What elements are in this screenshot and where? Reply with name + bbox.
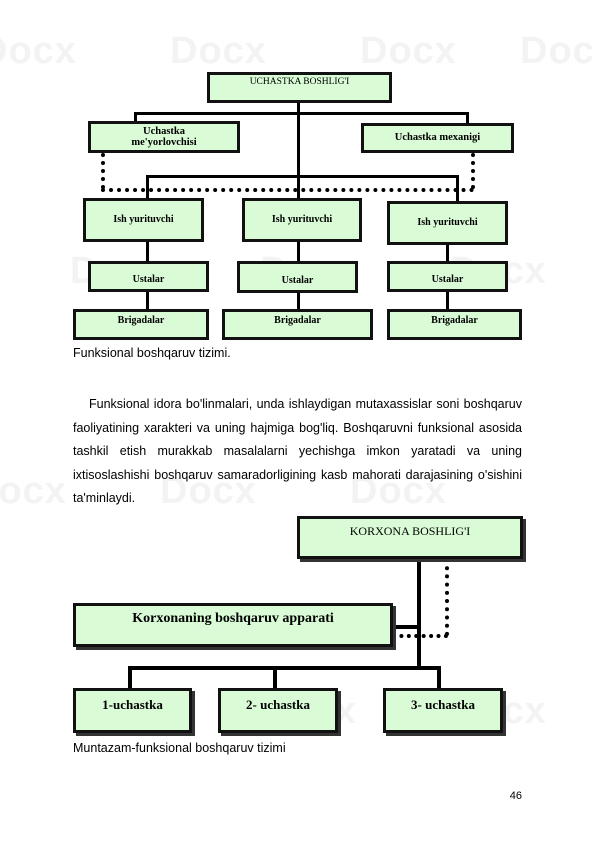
chart-box-mexanik: Uchastka mexanigi: [361, 123, 514, 153]
connector: [134, 112, 468, 115]
connector: [297, 102, 300, 114]
body-paragraph: Funksional idora bo'linmalari, unda ishl…: [73, 393, 522, 511]
chart-box-ish-yurituvchi: Ish yurituvchi: [242, 198, 362, 242]
connector: [297, 292, 300, 310]
dotted-connector: [471, 153, 475, 189]
watermark: Docx: [0, 470, 67, 512]
connector: [273, 666, 277, 689]
chart-box-uchastka-3: 3- uchastka: [383, 688, 503, 733]
page-number: 46: [509, 790, 522, 802]
chart-box-brigadalar: Brigadalar: [73, 309, 209, 340]
watermark: Docx: [360, 30, 457, 72]
connector: [392, 625, 419, 629]
dotted-connector: [101, 188, 474, 192]
chart-box-ustalar: Ustalar: [88, 261, 209, 292]
connector: [146, 175, 459, 178]
connector: [446, 244, 449, 262]
connector: [297, 175, 300, 199]
watermark: Docx: [170, 30, 267, 72]
chart-box-ustalar: Ustalar: [237, 261, 358, 293]
chart-box-ish-yurituvchi: Ish yurituvchi: [83, 198, 204, 242]
connector: [297, 241, 300, 262]
figure-caption: Muntazam-funksional boshqaruv tizimi: [73, 741, 286, 755]
connector: [297, 114, 300, 176]
chart-box-korxona-boshligi: KORXONA BOSHLIG'I: [297, 516, 523, 559]
chart-box-ustalar: Ustalar: [387, 261, 508, 292]
connector: [146, 175, 149, 199]
watermark: Docx: [520, 30, 595, 72]
connector: [417, 558, 421, 670]
connector: [128, 666, 440, 670]
chart-box-uchastka-1: 1-uchastka: [73, 688, 192, 733]
dotted-connector: [392, 634, 448, 638]
chart-box-brigadalar: Brigadalar: [387, 309, 522, 340]
chart-box-brigadalar: Brigadalar: [222, 309, 373, 340]
dotted-connector: [101, 153, 105, 189]
connector: [146, 291, 149, 310]
figure-caption: Funksional boshqaruv tizimi.: [73, 346, 231, 360]
chart-box-meyorlovchi: Uchastka me'yorlovchisi: [88, 121, 240, 153]
connector: [437, 666, 441, 689]
connector: [446, 291, 449, 310]
connector: [134, 112, 137, 124]
chart-box-boshqaruv-apparati: Korxonaning boshqaruv apparati: [73, 603, 393, 647]
connector: [146, 241, 149, 262]
paragraph-text: Funksional idora bo'linmalari, unda ishl…: [73, 397, 522, 505]
watermark: Docx: [0, 30, 77, 72]
chart-box-uchastka-2: 2- uchastka: [218, 688, 338, 733]
dotted-connector: [445, 558, 449, 636]
connector: [128, 666, 132, 689]
chart-box-ish-yurituvchi: Ish yurituvchi: [387, 201, 508, 245]
connector: [466, 112, 469, 124]
chart-box-uchastka-boshligi: UCHASTKA BOSHLIG'I: [207, 72, 392, 103]
